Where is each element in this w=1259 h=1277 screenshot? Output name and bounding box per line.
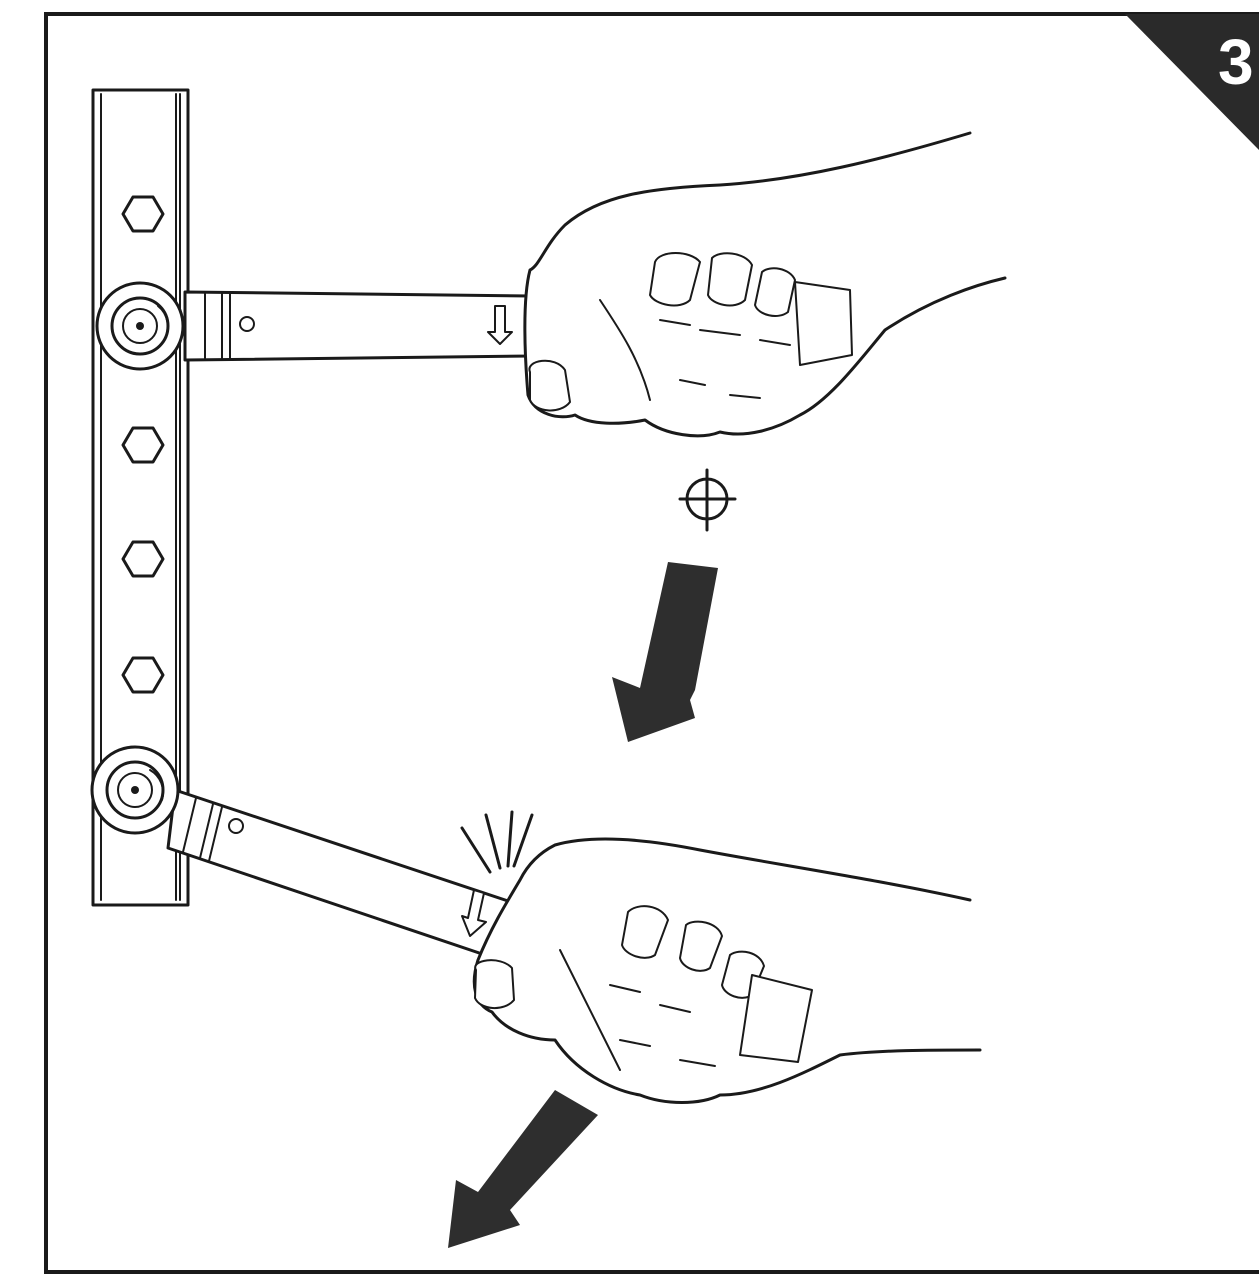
hex-bolt [123,428,163,462]
hex-bolt [123,542,163,576]
upper-wrench [97,283,530,369]
hex-bolt [123,658,163,692]
step-number: 3 [1218,26,1254,98]
hex-bolt [123,197,163,231]
